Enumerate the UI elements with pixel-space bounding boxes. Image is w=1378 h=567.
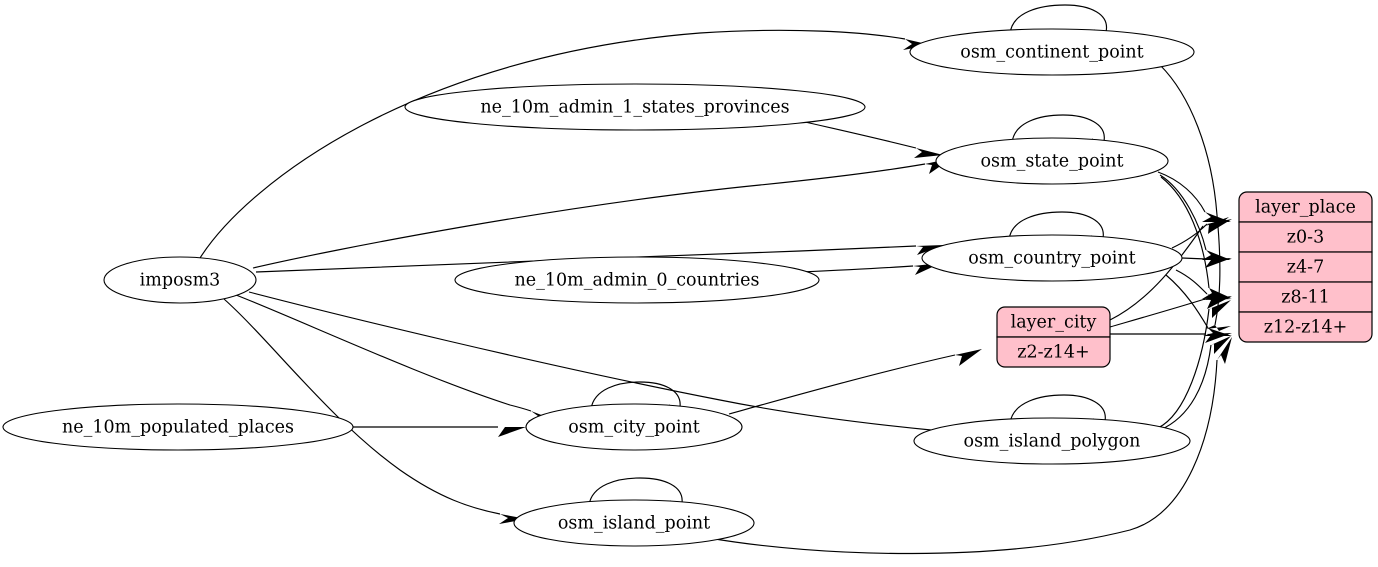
edge-osm_island_polygon-to-layer_place-z8-11 [1157, 308, 1210, 429]
edge-imposm3-to-osm_island_polygon [248, 291, 932, 431]
edge-osm_state_point-to-layer_place-z8-11 [1160, 176, 1210, 289]
edge-osm_country_point-to-layer_place-z12 [1165, 274, 1209, 329]
node-osm-country-point[interactable]: osm_country_point [921, 234, 1183, 282]
node-osm-island-polygon[interactable]: osm_island_polygon [913, 417, 1191, 465]
node-layer: imposm3 ne_10m_admin_1_states_provinces … [2, 28, 1373, 547]
arrowhead [498, 427, 526, 437]
edge-osm_state_point-to-layer_place-z4-7 [1159, 174, 1207, 251]
edge-imposm3-to-osm_country_point [255, 245, 917, 273]
record-node-layer-city[interactable]: layer_city z2-z14+ [996, 306, 1111, 368]
edge-osm_continent_point-to-layer_place-z12 [1159, 64, 1221, 326]
arrowhead [1202, 250, 1231, 260]
edge-imposm3-to-osm_city_point [235, 294, 532, 412]
edge-osm_country_point-to-layer_place-z4-7 [1181, 257, 1207, 260]
node-osm-state-point[interactable]: osm_state_point [935, 137, 1169, 185]
arrowhead [914, 148, 943, 158]
selfloop-osm_city_point [590, 381, 681, 410]
edge-ne_states-to-osm_state_point [804, 121, 917, 149]
node-ne-10m-admin-0-countries[interactable]: ne_10m_admin_0_countries [454, 256, 820, 304]
node-imposm3[interactable]: imposm3 [103, 256, 257, 304]
arrowhead [955, 349, 982, 366]
edge-layer [199, 4, 1232, 555]
edge-imposm3-to-osm_state_point [252, 163, 926, 269]
selfloop-osm_island_polygon [1009, 394, 1106, 424]
arrowhead [1205, 258, 1232, 268]
edge-osm_country_point-to-layer_place-z0-3 [1171, 223, 1208, 249]
edge-osm_city_point-to-layer_city [728, 354, 956, 415]
selfloop-osm_country_point [1008, 211, 1104, 241]
edge-imposm3-to-osm_continent_point [199, 29, 906, 259]
edge-osm_island_polygon-to-layer_place-z12 [1159, 344, 1212, 431]
edge-osm_country_point-to-layer_place-z8-11 [1175, 269, 1208, 295]
arrowhead [1206, 325, 1231, 331]
selfloop-osm_island_point [588, 477, 683, 506]
arrowhead [1205, 296, 1232, 309]
node-ne-10m-populated-places[interactable]: ne_10m_populated_places [2, 403, 354, 451]
edge-osm_island_point-to-layer_place-z12 [708, 359, 1218, 555]
arrowhead [1205, 333, 1232, 343]
edge-ne_countries-to-osm_country_point [799, 265, 914, 273]
arrowhead [1209, 300, 1231, 318]
arrowhead [1211, 336, 1231, 354]
arrowhead [1202, 288, 1231, 299]
arrowhead [499, 514, 527, 524]
selfloop-osm_state_point [1011, 114, 1105, 144]
arrowhead [1217, 337, 1232, 364]
edge-osm_state_point-to-layer_place-z0-3 [1157, 171, 1206, 213]
edge-imposm3-to-osm_island_point [223, 298, 501, 515]
node-osm-island-point[interactable]: osm_island_point [513, 499, 755, 547]
record-node-layer-place[interactable]: layer_place z0-3 z4-7 z8-11 z12-z14+ [1238, 191, 1373, 343]
edge-layer_city-to-layer_place-z0-3 [1109, 225, 1204, 321]
arrowhead [1203, 217, 1229, 234]
node-osm-city-point[interactable]: osm_city_point [525, 403, 743, 451]
node-osm-continent-point[interactable]: osm_continent_point [909, 28, 1195, 76]
edge-layer_city-to-layer_place-z8-11 [1109, 298, 1206, 328]
selfloop-osm_continent_point [1009, 4, 1108, 35]
node-ne-10m-admin-1-states-provinces[interactable]: ne_10m_admin_1_states_provinces [404, 83, 866, 131]
